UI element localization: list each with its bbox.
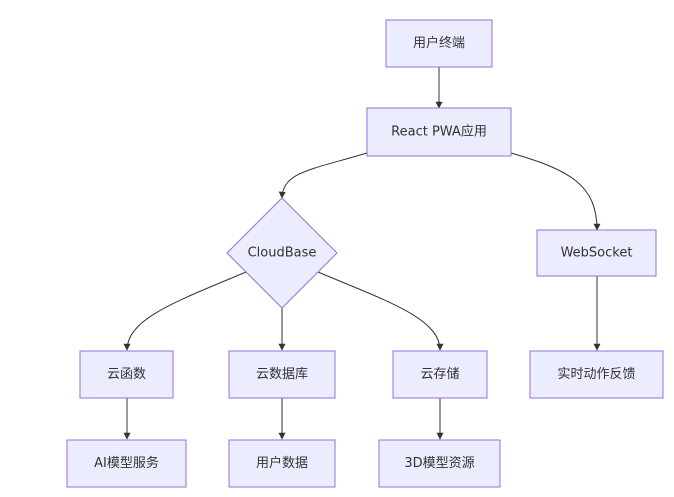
node-websocket: WebSocket (536, 229, 657, 277)
node-realtime-feedback: 实时动作反馈 (529, 350, 664, 399)
node-websocket-label: WebSocket (561, 246, 633, 261)
node-react-pwa: React PWA应用 (366, 107, 512, 157)
edge-react-pwa-to-websocket (510, 152, 601, 231)
node-ai-model-service-label: AI模型服务 (94, 455, 159, 471)
node-cloud-functions-label: 云函数 (107, 367, 146, 382)
node-cloud-database: 云数据库 (228, 350, 336, 399)
node-realtime-feedback-label: 实时动作反馈 (557, 367, 635, 382)
node-cloud-storage-label: 云存储 (420, 367, 459, 382)
node-react-pwa-label: React PWA应用 (391, 124, 487, 140)
node-user-data: 用户数据 (228, 439, 336, 488)
node-user-terminal-label: 用户终端 (413, 35, 465, 51)
edge-cloudbase-to-cloud-storage (317, 271, 444, 351)
node-3d-model-resources-label: 3D模型资源 (404, 456, 474, 471)
edge-react-pwa-to-cloudbase (278, 152, 368, 199)
node-3d-model-resources: 3D模型资源 (378, 439, 501, 488)
edges (123, 67, 601, 440)
node-cloud-database-label: 云数据库 (256, 366, 308, 382)
node-ai-model-service: AI模型服务 (66, 439, 187, 488)
node-user-data-label: 用户数据 (256, 455, 308, 471)
node-user-terminal: 用户终端 (385, 19, 493, 68)
edge-cloudbase-to-cloud-functions (123, 271, 247, 351)
node-cloud-storage: 云存储 (392, 350, 488, 399)
node-cloudbase: CloudBase (226, 197, 338, 309)
node-cloudbase-label: CloudBase (248, 246, 317, 261)
node-cloud-functions: 云函数 (79, 350, 174, 399)
